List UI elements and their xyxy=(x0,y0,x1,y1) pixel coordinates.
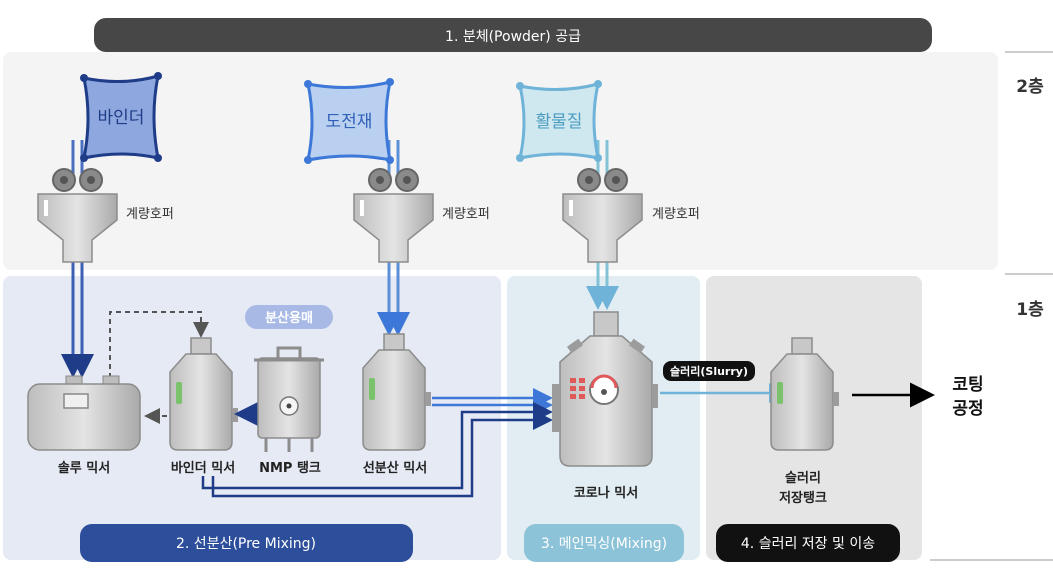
nmp-tank-icon xyxy=(254,346,324,452)
floor-2-label: 2층 xyxy=(1016,77,1044,97)
active-bag-icon xyxy=(516,80,602,162)
binder-hopper-label: 계량호퍼 xyxy=(126,207,174,222)
solution-to-binder-dashed-arrow xyxy=(109,311,209,378)
solvent-badge xyxy=(245,305,333,329)
active-bag-label: 활물질 xyxy=(536,112,583,132)
binder-to-corona-arrow-2 xyxy=(211,410,553,498)
floor2-zone xyxy=(3,52,998,270)
pre-dispersion-mixer-label: 선분산 믹서 xyxy=(363,460,427,476)
binder-to-corona-arrow-1 xyxy=(201,402,553,490)
binder-hopper-icon xyxy=(37,168,118,263)
powder-supply-banner xyxy=(94,18,932,52)
slurry-tag-label: 슬러리(Slurry) xyxy=(670,364,748,378)
conductive-hopper-label: 계량호퍼 xyxy=(442,207,490,222)
floor-1-label: 1층 xyxy=(1016,300,1044,320)
slurry-storage-tank-icon xyxy=(770,337,839,451)
slurry-tank-label-2: 저장탱크 xyxy=(779,490,827,506)
main-mixing-title: 3. 메인믹싱(Mixing) xyxy=(541,536,667,552)
pre-dispersion-mixer-icon xyxy=(362,333,431,451)
main-mixing-banner xyxy=(524,524,684,562)
storage-banner xyxy=(716,524,900,562)
coating-process-label-2: 공정 xyxy=(952,399,983,419)
storage-title: 4. 슬러리 저장 및 이송 xyxy=(741,536,875,552)
binder-bag-label: 바인더 xyxy=(98,108,145,128)
conductive-feed-pipe xyxy=(377,262,410,336)
corona-mixer-icon xyxy=(552,311,658,467)
solution-mixer-label: 솔루 믹서 xyxy=(58,461,110,476)
solution-mixer-icon xyxy=(27,375,141,451)
conductive-hopper-icon xyxy=(353,168,434,263)
coating-process-label-1: 코팅 xyxy=(952,375,983,395)
active-feed-pipe xyxy=(586,262,619,310)
nmp-tank-label: NMP 탱크 xyxy=(259,460,321,476)
pre-mixing-title: 2. 선분산(Pre Mixing) xyxy=(176,536,316,552)
active-hopper-icon xyxy=(562,168,643,263)
solvent-label: 분산용매 xyxy=(265,310,313,326)
binder-mixer-label: 바인더 믹서 xyxy=(171,460,235,476)
binder-bag-icon xyxy=(80,72,162,162)
active-hopper-label: 계량호퍼 xyxy=(652,207,700,222)
powder-supply-title: 1. 분체(Powder) 공급 xyxy=(445,29,581,45)
binder-feed-pipe xyxy=(61,262,94,378)
conductive-bag-label: 도전재 xyxy=(326,112,373,132)
conductive-bag-icon xyxy=(304,78,394,164)
pre-mixing-banner xyxy=(80,524,413,562)
slurry-tag xyxy=(663,361,755,381)
slurry-tank-label-1: 슬러리 xyxy=(785,470,821,486)
corona-mixer-label: 코로나 믹서 xyxy=(574,485,638,501)
